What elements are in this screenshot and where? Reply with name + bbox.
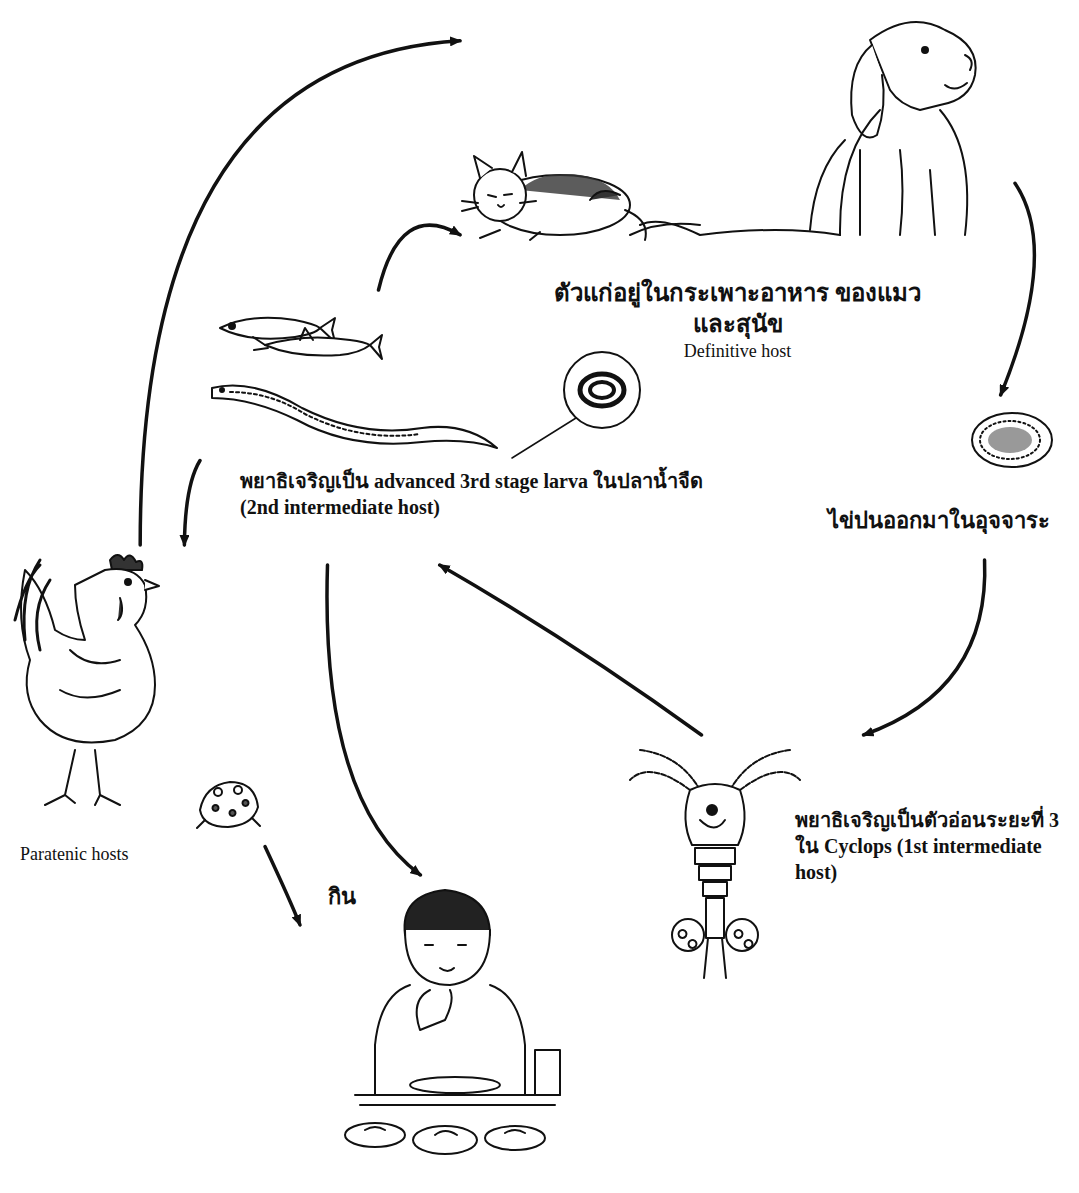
stage-label: พยาธิเจริญเป็นตัวอ่อนระยะที่ 3 ใน Cyclop… [795,807,1070,885]
stage-label: พยาธิเจริญเป็น advanced 3rd stage larva … [240,468,705,520]
stage-label: ตัวแก่อยู่ในกระเพาะอาหาร ของแมวและสุนัข [545,278,930,340]
fish-drawing [212,318,497,448]
child-drawing [345,890,560,1154]
larva-callout [512,352,640,458]
second-intermediate-host: พยาธิเจริญเป็น advanced 3rd stage larva … [200,290,710,565]
cat-drawing [462,152,646,240]
stage-label: กิน [328,883,418,912]
lifecycle-arrow [864,560,985,735]
human-host: กิน [300,875,580,1187]
host-label: Definitive host [545,340,930,363]
stage-label: Paratenic hosts [20,843,230,866]
cyclops-drawing [630,750,800,978]
text-group: Paratenic hosts [20,843,230,866]
text-group: พยาธิเจริญเป็นตัวอ่อนระยะที่ 3 ใน Cyclop… [795,807,1070,885]
text-group: ไข่ปนออกมาในอุจจาระ [810,507,1068,536]
paratenic-host: Paratenic hosts [5,545,265,880]
lifecycle-arrow [327,565,420,875]
definitive-host: ตัวแก่อยู่ในกระเพาะอาหาร ของแมวและสุนัขD… [460,0,1015,385]
lifecycle-arrow [184,461,200,546]
lifecycle-arrow [379,225,461,290]
egg-stage: ไข่ปนออกมาในอุจจาระ [805,395,1073,560]
frog-drawing [197,782,260,828]
text-group: ตัวแก่อยู่ในกระเพาะอาหาร ของแมวและสุนัขD… [545,278,930,364]
first-intermediate-host: พยาธิเจริญเป็นตัวอ่อนระยะที่ 3 ใน Cyclop… [625,735,1075,995]
rooster-drawing [15,555,159,805]
lifecycle-arrow [440,565,702,735]
lifecycle-arrow [265,847,300,925]
lifecycle-arrow [140,41,460,545]
stage-label: ไข่ปนออกมาในอุจจาระ [810,507,1068,536]
text-group: กิน [328,883,418,912]
text-group: พยาธิเจริญเป็น advanced 3rd stage larva … [240,468,705,520]
dog-drawing [630,22,976,235]
lifecycle-arrow [1001,183,1035,395]
egg-drawing [972,413,1052,467]
